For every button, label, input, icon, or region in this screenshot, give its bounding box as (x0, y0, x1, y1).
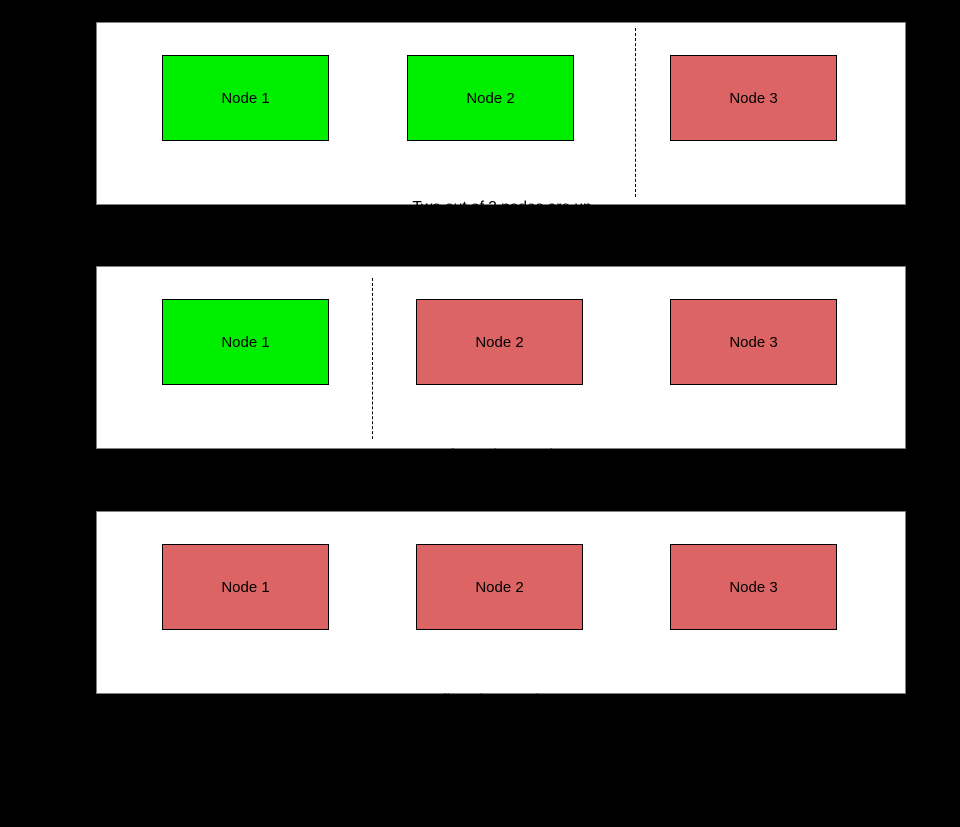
node-label: Node 1 (221, 578, 270, 596)
node-label: Node 2 (475, 333, 524, 351)
panel-3-caption: All Nodes are down Majority Fails & Clus… (300, 643, 700, 827)
node-label: Node 1 (221, 333, 270, 351)
node-box-p2-n1: Node 1 (162, 299, 329, 385)
caption-line-1: Two out of 3 nodes are up (412, 199, 592, 216)
node-box-p3-n1: Node 1 (162, 544, 329, 630)
node-label: Node 3 (729, 89, 778, 107)
quorum-divider-p1 (635, 28, 636, 197)
diagram-canvas: Node 1 Node 2 Node 3 Two out of 3 nodes … (96, 22, 906, 778)
node-label: Node 1 (221, 89, 270, 107)
node-label: Node 3 (729, 333, 778, 351)
caption-line-2: Majority Fails & Cluster Stops (398, 761, 602, 778)
node-box-p1-n1: Node 1 (162, 55, 329, 141)
node-box-p3-n2: Node 2 (416, 544, 583, 630)
node-box-p3-n3: Node 3 (670, 544, 837, 630)
scenario-panel-3: Node 1 Node 2 Node 3 All Nodes are down … (96, 511, 906, 778)
node-box-p2-n3: Node 3 (670, 299, 837, 385)
quorum-divider-p2 (372, 278, 373, 439)
node-box-p1-n3: Node 3 (670, 55, 837, 141)
caption-line-1: Two out of 3 nodes are down (382, 447, 582, 464)
node-label: Node 3 (729, 578, 778, 596)
scenario-panel-1: Node 1 Node 2 Node 3 Two out of 3 nodes … (96, 22, 906, 285)
node-box-p1-n2: Node 2 (407, 55, 574, 141)
caption-line-1: All Nodes are down (432, 692, 568, 709)
node-box-p2-n2: Node 2 (416, 299, 583, 385)
node-label: Node 2 (475, 578, 524, 596)
node-label: Node 2 (466, 89, 515, 107)
scenario-panel-2: Node 1 Node 2 Node 3 Two out of 3 nodes … (96, 266, 906, 533)
